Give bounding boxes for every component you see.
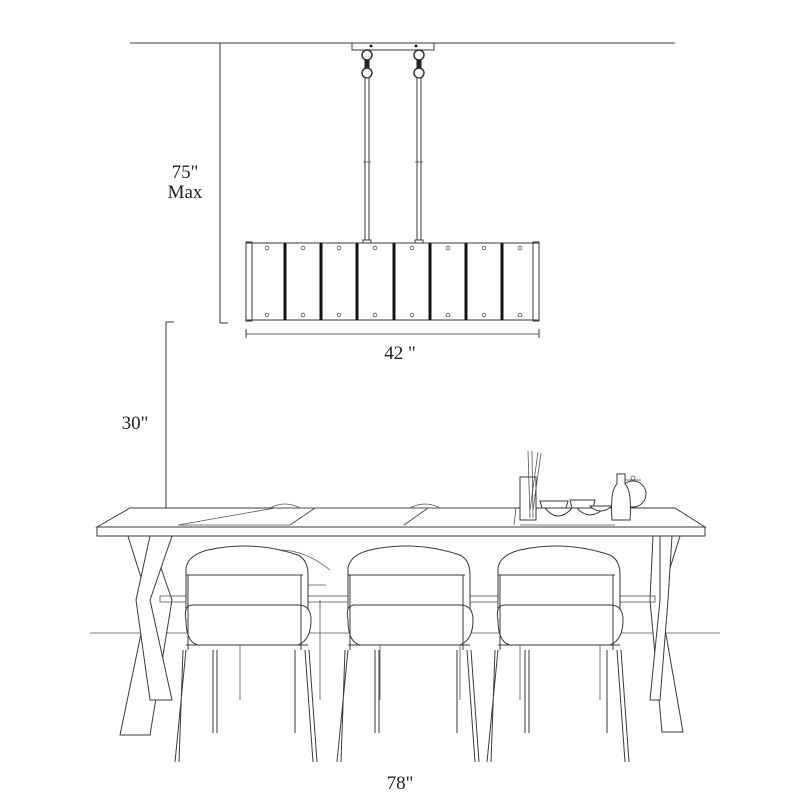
width-dimension-line xyxy=(245,329,540,338)
table-clearance-label: 30" xyxy=(121,413,149,434)
suspension-rods xyxy=(361,49,425,247)
clearance-dimension-line xyxy=(165,321,174,528)
front-chairs xyxy=(174,545,630,763)
chair-left xyxy=(174,545,318,763)
chair-right xyxy=(486,545,630,763)
overall-height-qualifier: Max xyxy=(167,182,203,203)
tableware xyxy=(519,450,647,521)
table-length-label: 78" xyxy=(386,773,414,794)
height-dimension-line xyxy=(219,42,228,324)
canopy xyxy=(351,42,435,51)
overall-height-label: 75" Max xyxy=(160,163,210,203)
fixture-body xyxy=(245,241,540,322)
chair-middle xyxy=(336,545,480,763)
fixture-width-label: 42 " xyxy=(384,343,416,364)
overall-height-value: 75" xyxy=(171,162,199,183)
